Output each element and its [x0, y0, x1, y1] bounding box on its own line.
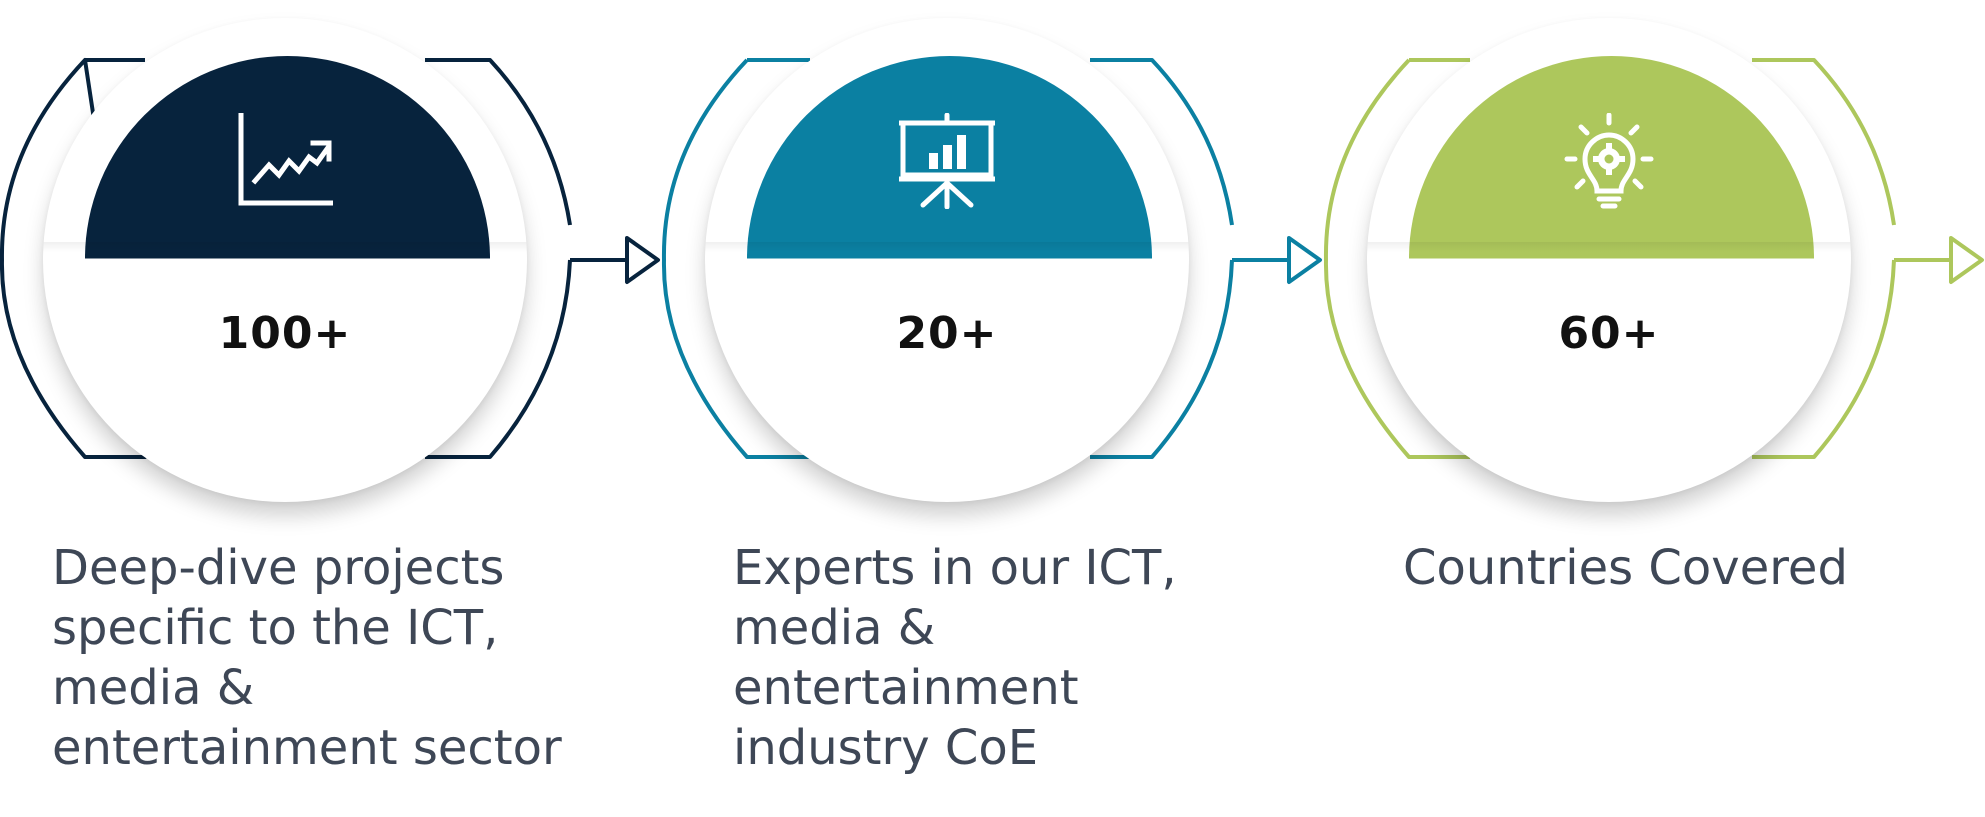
divider — [43, 242, 527, 252]
description-line: Experts in our ICT, — [733, 540, 1177, 596]
description-line: Deep-dive projects — [52, 540, 505, 596]
trend-chart-icon — [238, 113, 333, 206]
description-line: specific to the ICT, — [52, 600, 499, 656]
description-line: media & — [733, 600, 936, 656]
description-line: entertainment — [733, 660, 1079, 716]
stat-description-countries: Countries Covered — [1403, 538, 1923, 598]
stat-value: 60+ — [1558, 308, 1660, 359]
outline-bracket-2 — [661, 58, 1234, 459]
stat-value: 20+ — [896, 308, 998, 359]
stat-value: 100+ — [218, 308, 352, 359]
description-line: Countries Covered — [1403, 540, 1848, 596]
stat-card-projects: 100+ — [43, 18, 527, 502]
stat-card-countries: 60+ — [1367, 18, 1851, 502]
description-line: media & — [52, 660, 255, 716]
arrow-1 — [570, 236, 660, 284]
stat-description-projects: Deep-dive projects specific to the ICT, … — [52, 538, 572, 778]
arrow-2 — [1232, 236, 1322, 284]
divider — [705, 242, 1189, 252]
outline-bracket-1 — [0, 58, 572, 459]
stat-card-experts: 20+ — [705, 18, 1189, 502]
description-line: entertainment sector — [52, 720, 562, 776]
outline-bracket-3 — [1323, 58, 1896, 459]
arrow-3 — [1894, 236, 1984, 284]
stat-description-experts: Experts in our ICT, media & entertainmen… — [733, 538, 1253, 778]
description-line: industry CoE — [733, 720, 1039, 776]
lightbulb-gear-icon — [1564, 113, 1654, 209]
divider — [1367, 242, 1851, 252]
presentation-board-icon — [899, 113, 995, 209]
